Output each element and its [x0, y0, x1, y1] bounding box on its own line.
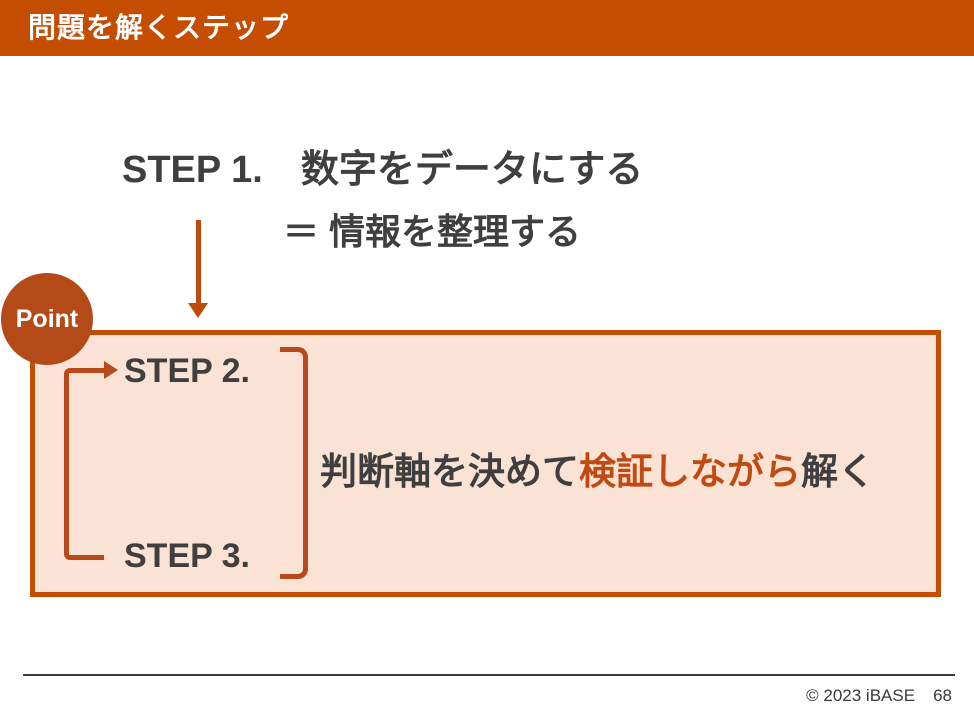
arrow-head — [188, 303, 208, 318]
slide-title: 問題を解くステップ — [28, 12, 290, 43]
description-highlight: 検証しながら — [579, 451, 801, 492]
point-badge-label: Point — [15, 304, 79, 333]
copyright-text: © 2023 iBASE — [806, 686, 916, 705]
arrow-shaft — [196, 220, 201, 304]
step3-label: STEP 3. — [124, 537, 250, 575]
step2-label: STEP 2. — [124, 352, 250, 390]
slide-header-bar: 問題を解くステップ — [0, 0, 974, 56]
step1-label: STEP 1. — [122, 149, 263, 191]
footer-text: © 2023 iBASE 68 — [806, 686, 952, 706]
loop-arrow-head — [104, 361, 118, 379]
step1-subtext: ＝ 情報を整理する — [283, 211, 582, 252]
footer-divider — [23, 674, 955, 676]
loop-arrow-icon — [64, 361, 118, 560]
description-suffix: 解く — [801, 451, 875, 492]
arrow-down-icon — [188, 220, 208, 318]
bracket-icon — [280, 347, 308, 579]
loop-box — [30, 330, 941, 597]
page-number: 68 — [933, 686, 952, 705]
point-badge: Point — [1, 273, 93, 365]
description-prefix: 判断軸を決めて — [320, 451, 579, 492]
box-description: 判断軸を決めて検証しながら解く — [320, 441, 875, 495]
step1-heading: STEP 1. 数字をデータにする — [122, 138, 643, 193]
step1-text: 数字をデータにする — [300, 149, 644, 191]
